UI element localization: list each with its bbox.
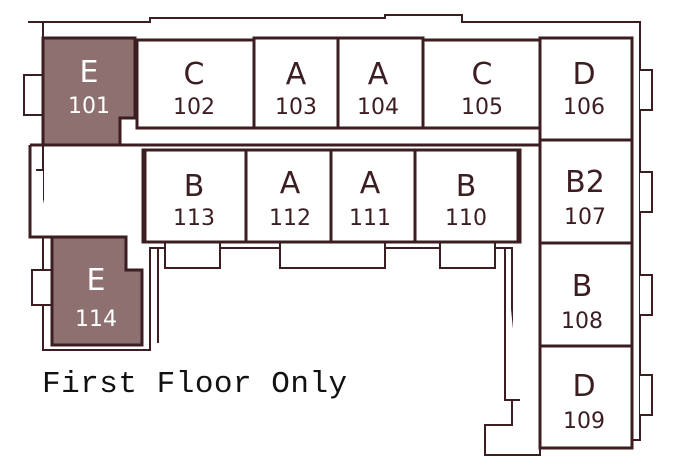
unit-106-number-label: 106 [563, 95, 605, 120]
unit-109[interactable]: D 109 [538, 344, 634, 450]
unit-102-type-label: C [184, 57, 205, 92]
unit-114-room[interactable] [50, 235, 144, 347]
unit-111[interactable]: A 111 [329, 148, 417, 244]
unit-114-type-label: E [87, 263, 106, 298]
courtyard-bump-2 [279, 240, 386, 269]
unit-109-number-label: 109 [563, 409, 605, 434]
unit-107-number-label: 107 [564, 205, 606, 230]
unit-113-type-label: B [184, 169, 205, 204]
unit-112-number-label: 112 [269, 206, 311, 231]
unit-108-number-label: 108 [561, 309, 603, 334]
left-bump-top [23, 74, 43, 116]
unit-110-number-label: 110 [445, 206, 487, 231]
unit-106-type-label: D [572, 57, 595, 92]
unit-109-room[interactable] [538, 344, 634, 450]
courtyard-bump-1 [164, 240, 221, 269]
unit-112[interactable]: A 112 [244, 148, 333, 244]
unit-111-number-label: 111 [349, 206, 391, 231]
courtyard-bump-3 [439, 240, 496, 269]
unit-105[interactable]: C 105 [421, 38, 542, 130]
unit-109-type-label: D [572, 369, 595, 404]
unit-106[interactable]: D 106 [538, 36, 634, 142]
floor-caption: First Floor Only [42, 367, 348, 402]
right-bump-2 [640, 171, 653, 213]
unit-110-type-label: B [456, 169, 477, 204]
unit-103-number-label: 103 [275, 95, 317, 120]
unit-108-type-label: B [572, 269, 593, 304]
unit-101[interactable]: E 101 [41, 36, 137, 147]
unit-105-type-label: C [472, 57, 493, 92]
unit-102-number-label: 102 [173, 95, 215, 120]
unit-113-number-label: 113 [173, 206, 215, 231]
courtyard-inner-right [504, 248, 520, 401]
right-bump-1 [640, 69, 653, 111]
unit-110-room[interactable] [413, 148, 520, 244]
unit-103[interactable]: A 103 [252, 36, 340, 130]
unit-104-number-label: 104 [357, 95, 399, 120]
unit-107-type-label: B2 [565, 165, 605, 200]
unit-104[interactable]: A 104 [336, 36, 425, 130]
unit-101-number-label: 101 [68, 94, 110, 119]
unit-114-number-label: 114 [75, 307, 117, 332]
left-bump-low [31, 269, 52, 306]
west-corridor-line [28, 145, 52, 239]
right-bump-4 [640, 374, 653, 416]
unit-101-type-label: E [80, 55, 99, 90]
unit-114[interactable]: E 114 [50, 235, 144, 347]
unit-103-type-label: A [286, 57, 307, 92]
unit-112-type-label: A [280, 166, 301, 201]
unit-104-type-label: A [368, 57, 389, 92]
right-bump-3 [640, 274, 653, 316]
unit-101-room[interactable] [41, 36, 137, 147]
unit-111-type-label: A [360, 166, 381, 201]
unit-102[interactable]: C 102 [135, 38, 256, 130]
unit-108[interactable]: B 108 [538, 241, 634, 348]
unit-105-number-label: 105 [461, 95, 503, 120]
